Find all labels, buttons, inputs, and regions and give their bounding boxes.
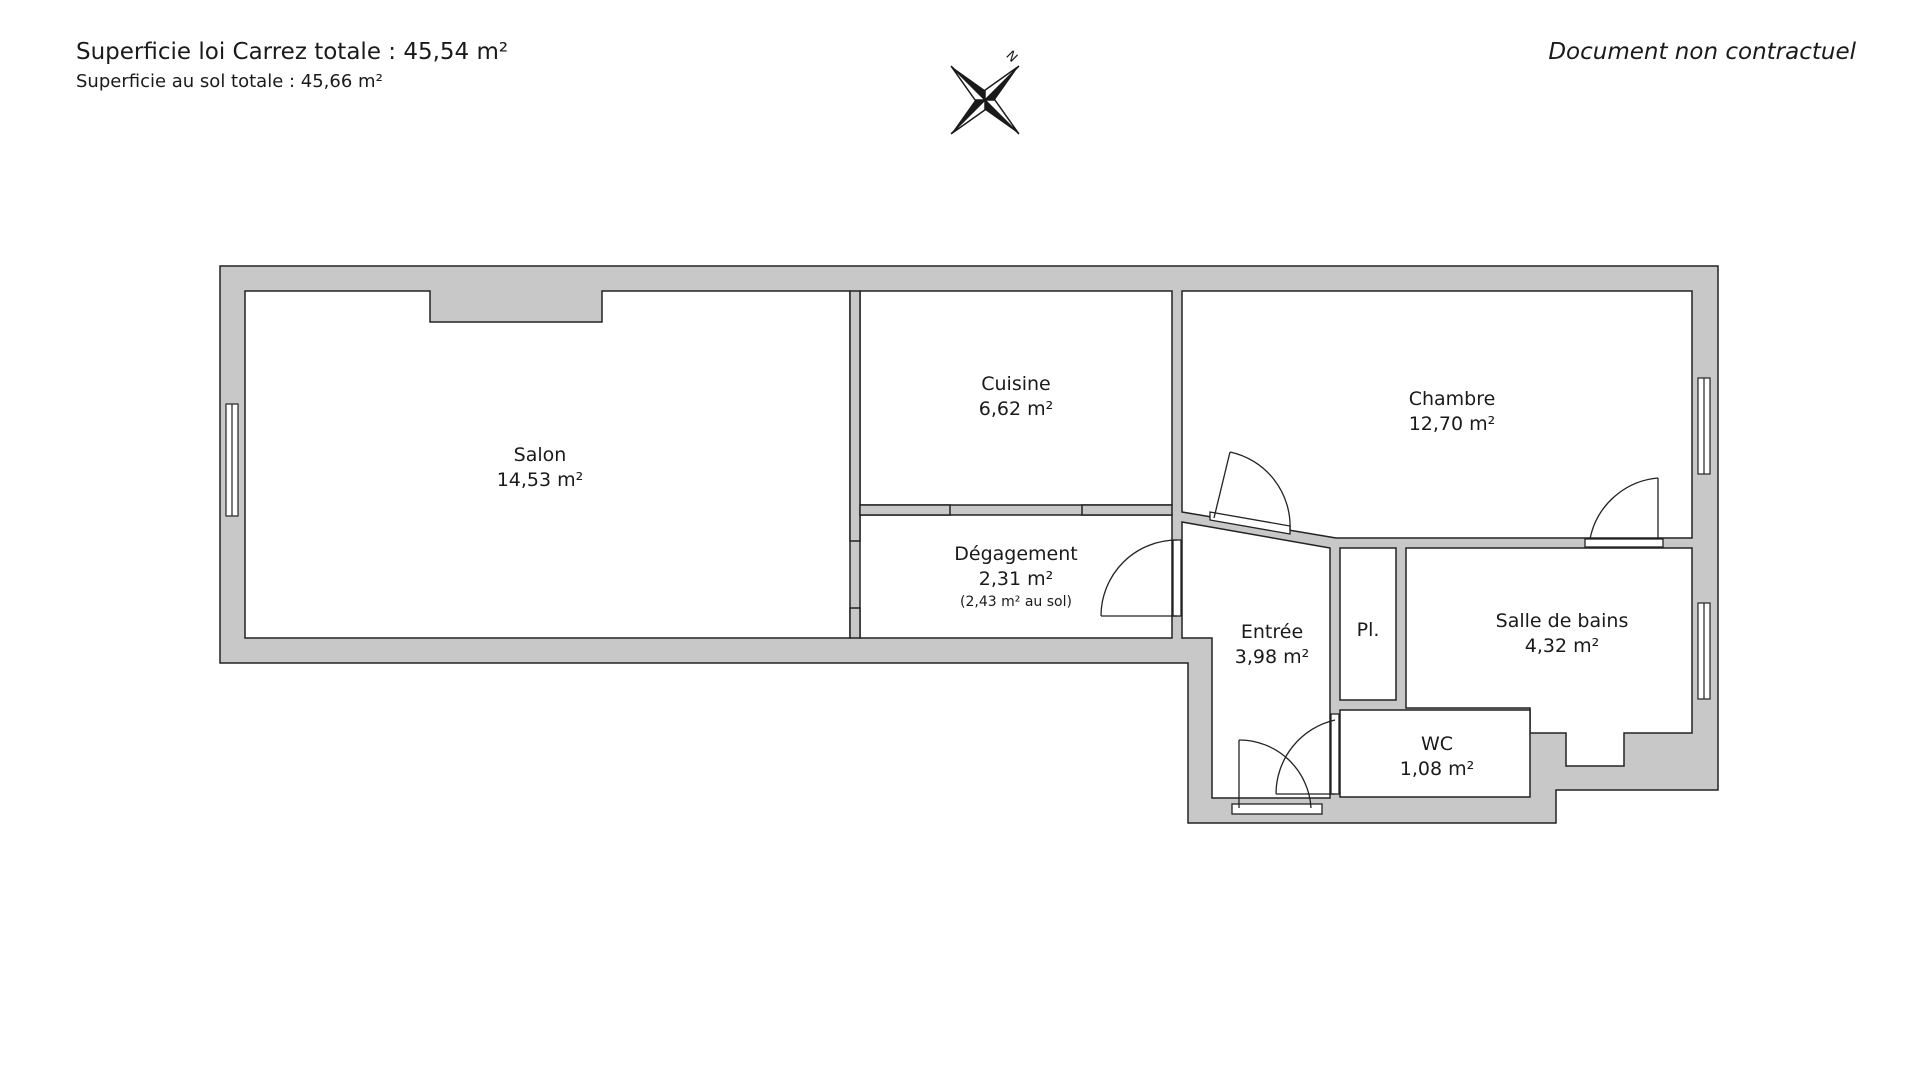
room-degagement [859, 514, 1173, 639]
label-entree-name: Entrée [1241, 621, 1303, 643]
window-salon [225, 403, 239, 517]
room-chambre [1181, 290, 1693, 539]
partition-cuisine-left [859, 504, 951, 516]
room-entree [1181, 521, 1331, 799]
label-cuisine-name: Cuisine [981, 373, 1051, 395]
partition-cuisine-right [1081, 504, 1173, 516]
label-wc-area: 1,08 m² [1400, 758, 1474, 780]
label-cuisine-area: 6,62 m² [979, 398, 1053, 420]
label-salon-name: Salon [514, 444, 567, 466]
door-degagement-entree [1100, 539, 1182, 617]
label-degagement-note: (2,43 m² au sol) [960, 594, 1072, 610]
partition-salon-degagement [849, 607, 861, 639]
label-chambre-name: Chambre [1409, 388, 1496, 410]
compass-rose-icon: N [950, 48, 1020, 135]
label-salon-area: 14,53 m² [497, 469, 584, 491]
window-chambre [1697, 377, 1711, 475]
room-salle-de-bains [1405, 547, 1693, 767]
label-entree-area: 3,98 m² [1235, 646, 1309, 668]
door-chambre-salle-de-bains [1584, 477, 1664, 548]
compass-north-label: N [1003, 48, 1020, 65]
door-entree-wc [1275, 713, 1340, 795]
room-placard [1339, 547, 1397, 701]
door-front-entree [1231, 739, 1323, 815]
disclaimer-text: Document non contractuel [1548, 39, 1856, 65]
surface-sol-total: Superficie au sol totale : 45,66 m² [76, 71, 383, 92]
label-chambre-area: 12,70 m² [1409, 413, 1496, 435]
room-salon [244, 290, 851, 639]
door-entree-chambre [1209, 451, 1291, 535]
label-degagement-name: Dégagement [954, 543, 1077, 565]
window-salle-de-bains [1697, 602, 1711, 700]
label-placard-name: Pl. [1357, 619, 1380, 641]
label-salle-de-bains-area: 4,32 m² [1525, 635, 1599, 657]
partition-salon-cuisine [849, 290, 861, 542]
label-degagement-area: 2,31 m² [979, 568, 1053, 590]
room-wc [1339, 709, 1531, 798]
label-wc-name: WC [1421, 733, 1453, 755]
surface-carrez-total: Superficie loi Carrez totale : 45,54 m² [76, 39, 509, 65]
label-salle-de-bains-name: Salle de bains [1496, 610, 1629, 632]
